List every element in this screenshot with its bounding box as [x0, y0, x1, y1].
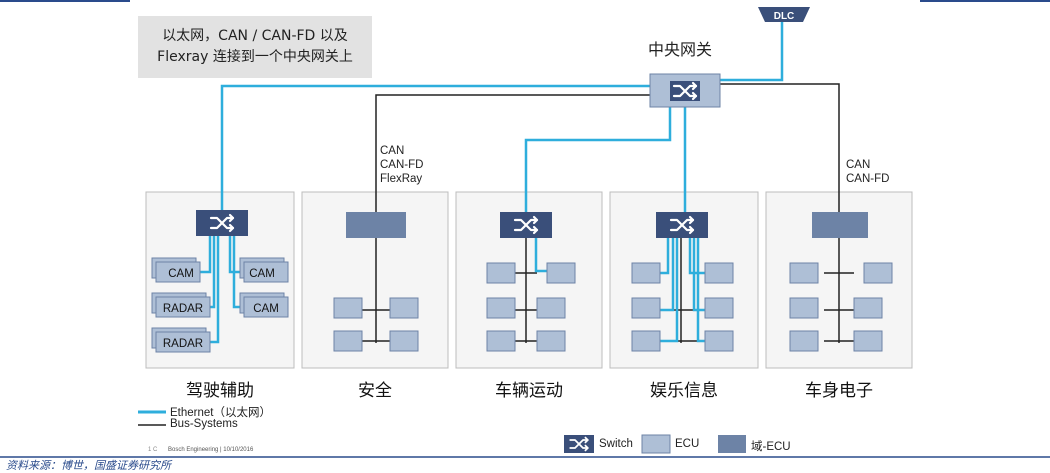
bus-label-body: CAN CAN-FD	[846, 159, 890, 185]
adas-ecu-label: CAM	[249, 268, 275, 280]
ecu	[546, 262, 576, 284]
ecu-group	[333, 262, 893, 352]
ecu	[853, 330, 883, 352]
note-line-1: 以太网，CAN / CAN-FD 以及	[162, 28, 348, 44]
gateway-title: 中央网关	[647, 40, 712, 59]
ecu	[789, 330, 819, 352]
footer-index: 1 C	[148, 447, 158, 453]
legend-ecu-label: ECU	[675, 438, 700, 450]
dlc-connector	[758, 7, 810, 22]
legend-bus-label: Bus-Systems	[170, 418, 238, 430]
legend-ethernet-label: Ethernet（以太网）	[170, 407, 271, 419]
domain-label-body: 车身电子	[805, 381, 873, 401]
top-rule-right	[920, 0, 1050, 2]
ecu	[536, 330, 566, 352]
ecu	[536, 297, 566, 319]
domain-label-vehicle-motion: 车辆运动	[495, 381, 563, 401]
note-line-2: Flexray 连接到一个中央网关上	[157, 49, 353, 65]
ecu	[789, 297, 819, 319]
bus-label-safety: CAN CAN-FD FlexRay	[380, 145, 424, 185]
footer-credit: Bosch Engineering | 10/10/2016	[168, 447, 254, 453]
ecu	[863, 262, 893, 284]
adas-ecu-label: RADAR	[163, 303, 203, 315]
ecu	[486, 262, 516, 284]
ecu	[704, 330, 734, 352]
ecu	[631, 330, 661, 352]
ecu	[853, 297, 883, 319]
safety-domain-ecu	[346, 212, 406, 238]
top-rule-left	[0, 0, 130, 2]
domain-label-safety: 安全	[358, 381, 392, 401]
ecu	[333, 297, 363, 319]
adas-ecu-label: CAM	[253, 303, 279, 315]
note-box: 以太网，CAN / CAN-FD 以及 Flexray 连接到一个中央网关上	[138, 16, 372, 78]
ecu	[389, 297, 419, 319]
ecu	[631, 262, 661, 284]
legend-ecu-swatch	[641, 434, 671, 454]
domain-label-infotainment: 娱乐信息	[650, 381, 718, 401]
ecu	[486, 297, 516, 319]
ecu	[704, 262, 734, 284]
ethernet-lines	[196, 84, 705, 344]
adas-sensor-stack	[151, 257, 289, 353]
ecu	[704, 297, 734, 319]
gateway-box	[649, 73, 721, 108]
adas-ecu-label: CAM	[168, 268, 194, 280]
ecu	[789, 262, 819, 284]
ecu	[333, 330, 363, 352]
ecu	[389, 330, 419, 352]
bus-lines	[362, 22, 854, 343]
legend-switch-label: Switch	[599, 438, 633, 450]
domain-label-adas: 驾驶辅助	[186, 381, 254, 401]
legend-domain-ecu-swatch	[718, 435, 746, 453]
adas-ecu-label: RADAR	[163, 338, 203, 350]
legend-domain-ecu-label: 域-ECU	[751, 441, 791, 453]
ecu	[486, 330, 516, 352]
dlc-label: DLC	[774, 11, 795, 22]
panel-vehicle-motion	[455, 191, 603, 369]
ecu	[631, 297, 661, 319]
body-domain-ecu	[812, 212, 868, 238]
source-note: 资料来源：博世，国盛证券研究所	[6, 459, 171, 472]
